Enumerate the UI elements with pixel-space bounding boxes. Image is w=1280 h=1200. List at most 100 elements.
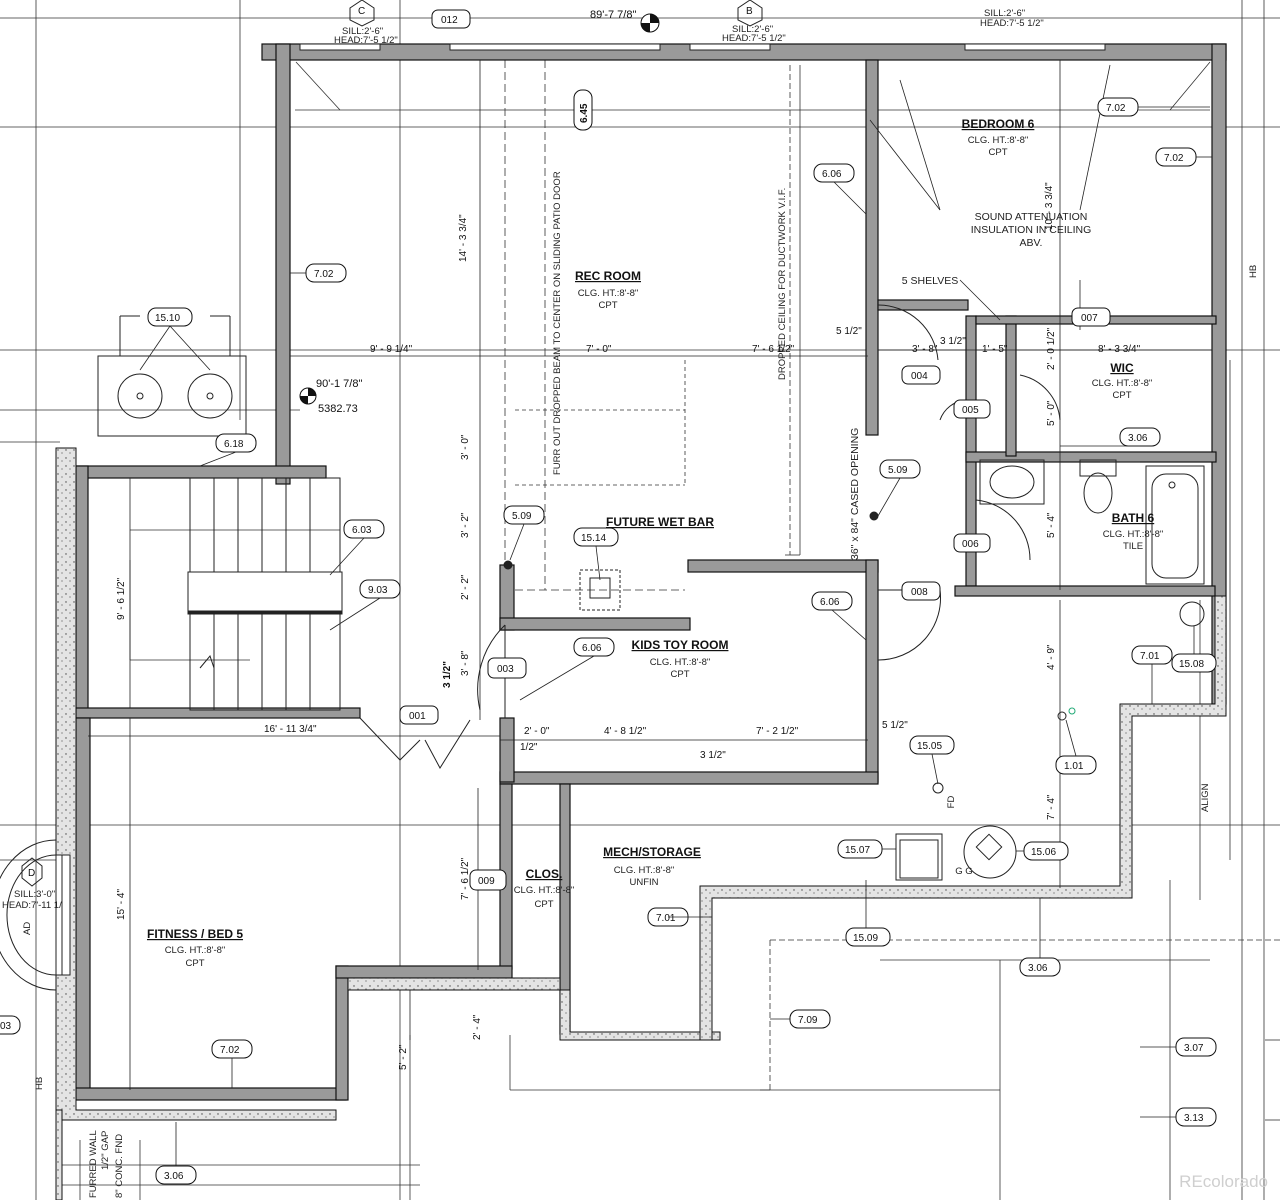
leader-lines <box>869 64 1111 330</box>
wet-bar-name: FUTURE WET BAR <box>606 515 714 529</box>
kids-room-clg: CLG. HT.:8'-8" <box>650 657 711 668</box>
svg-text:15.10: 15.10 <box>155 313 180 324</box>
svg-text:15.09: 15.09 <box>853 933 878 944</box>
dim-hall-a: 4' - 9" <box>1046 644 1057 670</box>
clos-floor: CPT <box>535 899 554 910</box>
dim-bed-wall: 5 1/2" <box>836 326 862 337</box>
floor-drain <box>932 782 944 794</box>
rec-room-name: REC ROOM <box>575 269 641 283</box>
tag-6.06-b: 6.06 <box>811 591 853 611</box>
shelves-note: 5 SHELVES <box>902 275 958 287</box>
toyroom-north-wall <box>687 559 879 573</box>
dim-bed-height: 10' - 3 3/4" <box>1044 182 1055 230</box>
fitness-jog-top <box>335 965 513 979</box>
mech-name: MECH/STORAGE <box>603 845 701 859</box>
hb-label-right: HB <box>1248 265 1259 278</box>
door-tag-006: 007 <box>1071 307 1111 327</box>
fitness-jog-wall <box>335 965 349 1101</box>
bedroom-south-wall <box>877 299 969 311</box>
fd-label: FD <box>946 796 957 809</box>
svg-text:005: 005 <box>962 405 979 416</box>
dim-wic-small: 1' - 5" <box>982 344 1008 355</box>
bath6-floor: TILE <box>1123 541 1143 552</box>
dim-bar-c: 2' - 2" <box>460 574 471 600</box>
toyroom-west-wall <box>499 717 515 783</box>
window-well-d <box>0 839 71 991</box>
clos-name: CLOS. <box>526 867 563 881</box>
dim-bar-a: 3' - 0" <box>460 434 471 460</box>
tag-03: 03 <box>0 1015 21 1035</box>
tag-15.08: 15.08 <box>1171 653 1217 673</box>
window-a-sill: SILL:2'-6" <box>984 8 1025 19</box>
sump-icon <box>1179 601 1205 627</box>
svg-text:3.07: 3.07 <box>1184 1043 1204 1054</box>
dim-hall-b: 7' - 4" <box>1046 794 1057 820</box>
room-labels: REC ROOM CLG. HT.:8'-8" CPT BEDROOM 6 CL… <box>147 117 1163 969</box>
svg-text:3.13: 3.13 <box>1184 1113 1204 1124</box>
svg-text:15.08: 15.08 <box>1179 659 1204 670</box>
tag-7.01-a: 7.01 <box>1131 645 1173 665</box>
door-tag-007: 006 <box>953 533 991 553</box>
svg-text:7.01: 7.01 <box>1140 651 1160 662</box>
dim-toy-east: 5 1/2" <box>882 720 908 731</box>
dim-wic-c: 5' - 0" <box>1046 400 1057 426</box>
bath6-clg: CLG. HT.:8'-8" <box>1103 529 1164 540</box>
svg-text:003: 003 <box>497 664 514 675</box>
dim-toy-b: 4' - 8 1/2" <box>604 726 647 737</box>
fitness-west-wall <box>75 717 91 1099</box>
conc-fnd-note: 8" CONC. FND <box>114 1134 125 1198</box>
tag-15.14: 15.14 <box>573 527 619 547</box>
dim-toy-a: 2' - 0" <box>524 726 550 737</box>
dim-fitness-height: 15' - 4" <box>116 889 127 920</box>
fitness-clg: CLG. HT.:8'-8" <box>165 945 226 956</box>
toyroom-south-wall <box>499 771 879 785</box>
tag-15.06: 15.06 <box>1023 841 1069 861</box>
elevation-rec-angle: 90'-1 7/8" <box>316 378 362 390</box>
stair-west-wall <box>75 465 89 717</box>
svg-text:15.06: 15.06 <box>1031 847 1056 858</box>
dimension-text: 14' - 3 3/4" 9' - 9 1/4" 7' - 0" 7' - 6 … <box>116 182 1141 1070</box>
svg-text:007: 007 <box>1081 313 1098 324</box>
kids-room-floor: CPT <box>671 669 690 680</box>
stair-north-wall <box>75 465 327 479</box>
door-tag-008: 008 <box>901 581 941 601</box>
svg-text:6.06: 6.06 <box>582 643 602 654</box>
window-b-mark: B <box>746 6 753 17</box>
svg-text:7.09: 7.09 <box>798 1015 818 1026</box>
tag-7.02-b: 7.02 <box>1155 147 1197 167</box>
tag-7.02-d: 7.02 <box>211 1039 253 1059</box>
tag-15.10: 15.10 <box>147 307 193 327</box>
furred-wall-note: FURRED WALL <box>88 1130 99 1198</box>
tag-3.13: 3.13 <box>1175 1107 1217 1127</box>
tag-15.09: 15.09 <box>845 927 891 947</box>
water-heater <box>963 825 1017 879</box>
dropped-ceiling-note: DROPPED CEILING FOR DUCTWORK V.I.F. <box>777 188 788 380</box>
toilet-icon <box>1083 472 1113 514</box>
tag-15.05: 15.05 <box>909 735 955 755</box>
tag-5.09-b: 5.09 <box>503 505 545 525</box>
elevation-markers <box>299 13 660 405</box>
elevation-rec-value: 5382.73 <box>318 403 358 415</box>
svg-text:6.06: 6.06 <box>820 597 840 608</box>
svg-text:7.02: 7.02 <box>314 269 334 280</box>
dim-stair-width: 16' - 11 3/4" <box>264 724 317 735</box>
clos-clg: CLG. HT.:8'-8" <box>514 885 575 896</box>
svg-text:3.06: 3.06 <box>1128 433 1148 444</box>
svg-text:008: 008 <box>911 587 928 598</box>
dim-bed-hall: 3' - 8" <box>912 344 938 355</box>
furr-beam-note: FURR OUT DROPPED BEAM TO CENTER ON SLIDI… <box>552 171 563 475</box>
tag-6.18: 6.18 <box>215 433 257 453</box>
window-d-mark: D <box>28 868 35 879</box>
tag-6.03: 6.03 <box>343 519 385 539</box>
staircase <box>187 477 343 711</box>
window-c-head: HEAD:7'-5 1/2" <box>334 35 398 46</box>
svg-text:7.02: 7.02 <box>220 1045 240 1056</box>
align-note: ALIGN <box>1200 783 1211 812</box>
fitness-floor: CPT <box>186 958 205 969</box>
svg-text:15.14: 15.14 <box>581 533 606 544</box>
tag-6.06-a: 6.06 <box>813 163 855 183</box>
half-gap-note: 1/2" GAP <box>100 1131 111 1170</box>
window-c-sill: SILL:2'-6" <box>342 26 383 37</box>
svg-text:5.09: 5.09 <box>512 511 532 522</box>
svg-text:03: 03 <box>0 1021 12 1032</box>
